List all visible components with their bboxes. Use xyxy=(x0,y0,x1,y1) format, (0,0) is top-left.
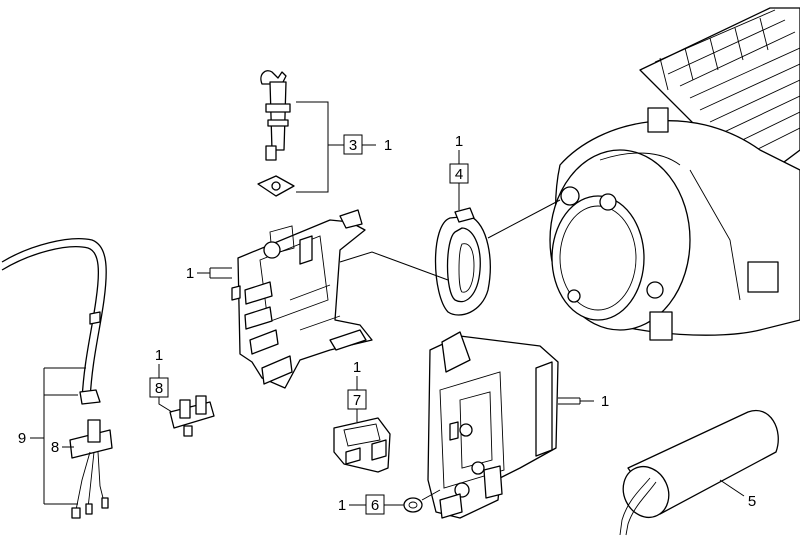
callout-4-number: 4 xyxy=(455,166,463,183)
housing-part-1 xyxy=(231,209,373,389)
callout-1-housing-number: 1 xyxy=(186,265,194,282)
callout-7-number: 7 xyxy=(353,392,361,409)
holder-part-8 xyxy=(169,395,215,437)
callout-8-harness-number: 8 xyxy=(51,439,59,456)
callout-1-housing: 1 xyxy=(186,265,232,282)
callout-8-box-number: 8 xyxy=(155,380,163,397)
callout-8-harness: 8 xyxy=(51,439,74,456)
callout-5-number: 5 xyxy=(748,493,756,510)
callout-1-switch: 1 xyxy=(558,393,609,410)
motor-assembly xyxy=(549,7,800,341)
callout-1-switch-number: 1 xyxy=(601,393,609,410)
callout-3: 3 1 xyxy=(343,134,392,155)
clip-part-7 xyxy=(333,417,391,473)
callout-9: 9 xyxy=(18,430,26,447)
callout-8-box: 1 8 xyxy=(149,347,173,413)
callout-7-qty: 1 xyxy=(353,359,361,376)
gasket-part-4 xyxy=(339,199,561,316)
callout-3-number: 3 xyxy=(349,137,357,154)
callout-3-qty: 1 xyxy=(384,137,392,154)
callout-9-number: 9 xyxy=(18,430,26,447)
seal-part-6 xyxy=(403,489,441,513)
callout-6-qty: 1 xyxy=(338,497,346,514)
callout-6: 1 6 xyxy=(338,494,404,515)
callout-6-number: 6 xyxy=(371,497,379,514)
switch-box-part-1 xyxy=(427,331,559,519)
callout-5: 5 xyxy=(748,493,756,510)
callout-4-qty: 1 xyxy=(455,133,463,150)
lever-pin-part-3 xyxy=(257,70,344,197)
cable-harness-part-9 xyxy=(1,238,113,519)
callout-8-qty: 1 xyxy=(155,347,163,364)
capacitor-part-5 xyxy=(619,409,779,536)
callout-7: 1 7 xyxy=(347,359,367,422)
callout-4: 1 4 xyxy=(449,133,469,210)
